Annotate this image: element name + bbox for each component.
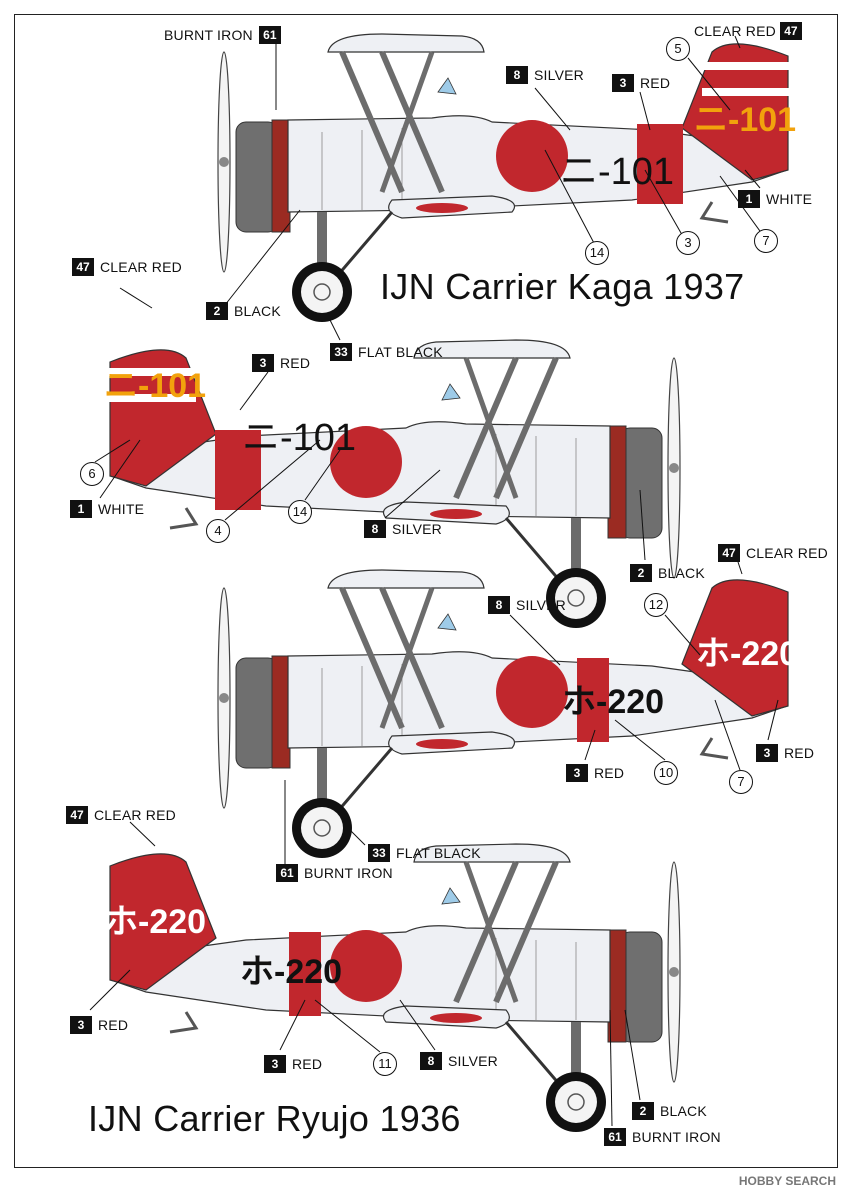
decal-callout: 7 xyxy=(754,229,778,253)
watermark: HOBBY SEARCH xyxy=(738,1174,836,1188)
title-ryujo: IJN Carrier Ryujo 1936 xyxy=(88,1098,461,1139)
code-ryujo-fin: ホ-220 xyxy=(696,635,799,673)
decal-callout: 10 xyxy=(654,761,678,785)
plane-ryujo-starboard xyxy=(218,570,788,858)
plane-kaga-starboard xyxy=(218,34,790,322)
code-kaga-port-fuselage: ニ-101 xyxy=(242,417,357,459)
decal-callout: 7 xyxy=(729,770,753,794)
plane-ryujo-port xyxy=(109,844,680,1132)
code-kaga-fin: ニ-101 xyxy=(694,101,797,139)
decal-callout: 14 xyxy=(288,500,312,524)
decal-callout: 11 xyxy=(373,1052,397,1076)
code-ryujo-port-fuselage: ホ-220 xyxy=(240,953,343,991)
plane-kaga-port xyxy=(108,340,680,628)
code-kaga-fuselage: ニ-101 xyxy=(560,151,675,193)
decal-callout: 14 xyxy=(585,241,609,265)
code-kaga-port-fin: ニ-101 xyxy=(104,367,207,405)
decal-callout: 6 xyxy=(80,462,104,486)
decal-callout: 5 xyxy=(666,37,690,61)
title-kaga: IJN Carrier Kaga 1937 xyxy=(380,266,745,307)
decal-callout: 3 xyxy=(676,231,700,255)
code-ryujo-fuselage: ホ-220 xyxy=(562,683,665,721)
code-ryujo-port-fin: ホ-220 xyxy=(104,903,207,941)
decal-callout: 12 xyxy=(644,593,668,617)
decal-callout: 4 xyxy=(206,519,230,543)
